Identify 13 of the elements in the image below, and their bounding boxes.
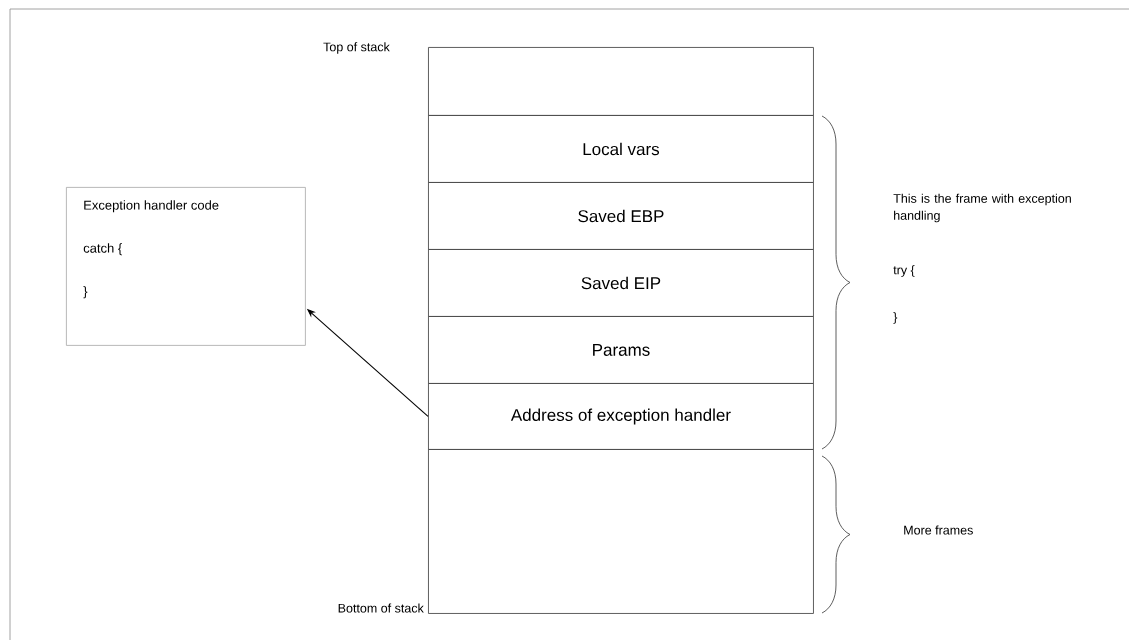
stack-slot: [428, 47, 814, 116]
code-box: Exception handler code catch { }: [66, 187, 306, 346]
stack-slot: Saved EIP: [428, 249, 814, 317]
stack-slot: Address of exception handler: [428, 383, 814, 450]
label: More frames: [904, 525, 973, 535]
stack-slot: [428, 449, 814, 614]
label: }: [893, 312, 898, 324]
stack-slot: Local vars: [428, 115, 814, 183]
label: This is the frame with exception handling: [893, 193, 1071, 223]
stack-slot: Params: [428, 316, 814, 384]
label: try {: [893, 265, 915, 277]
label: Top of stack: [323, 42, 390, 54]
stack-slot: Saved EBP: [428, 182, 814, 250]
